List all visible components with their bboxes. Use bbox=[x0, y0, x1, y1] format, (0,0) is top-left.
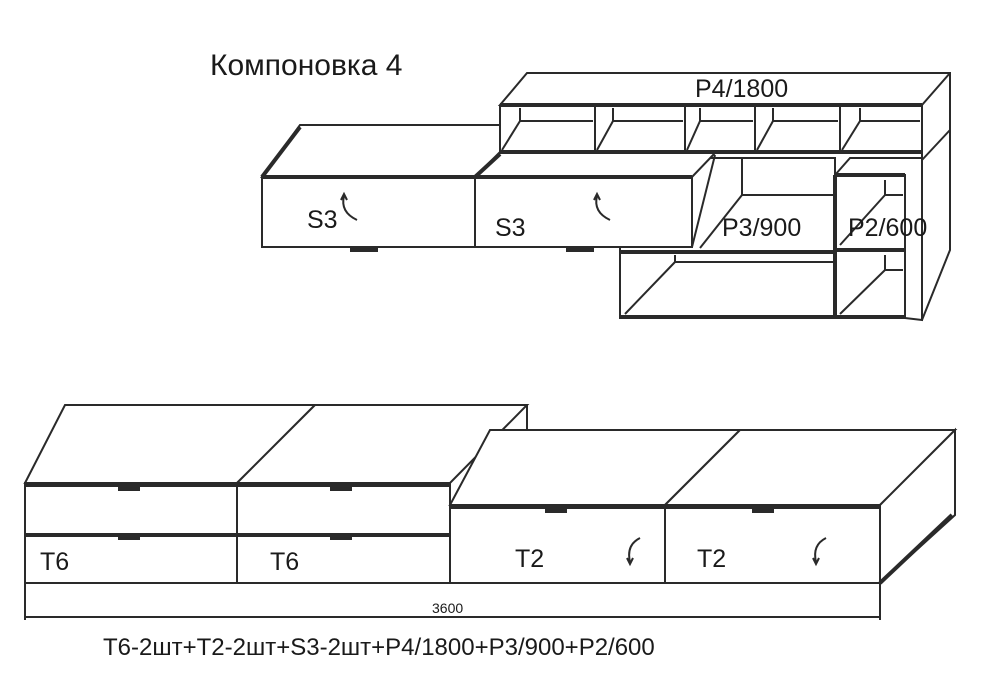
dimension-line: 3600 bbox=[24, 583, 881, 620]
label-t2-right: T2 bbox=[697, 545, 726, 573]
label-t6-right: T6 bbox=[270, 548, 299, 576]
composition-caption: T6-2шт+T2-2шт+S3-2шт+P4/1800+P3/900+P2/6… bbox=[103, 634, 655, 661]
label-t6-left: T6 bbox=[40, 548, 69, 576]
label-t2-left: T2 bbox=[515, 545, 544, 573]
label-p3: P3/900 bbox=[722, 214, 801, 242]
cabinet-s3-right: S3 bbox=[472, 152, 718, 252]
label-s3-left: S3 bbox=[307, 206, 338, 234]
cabinet-t2-right: T2 bbox=[662, 427, 958, 586]
cabinet-t6-right: T6 bbox=[234, 404, 530, 584]
hinge-arrow-icon bbox=[342, 195, 358, 221]
cabinet-t6-left: T6 bbox=[23, 404, 318, 584]
label-s3-right: S3 bbox=[495, 214, 526, 242]
hinge-arrow-icon bbox=[628, 537, 641, 563]
layout-title: Компоновка 4 bbox=[210, 49, 402, 82]
hinge-arrow-icon bbox=[814, 537, 827, 563]
label-p4: P4/1800 bbox=[695, 75, 788, 103]
cabinet-s3-left: S3 bbox=[260, 124, 501, 252]
hinge-arrow-icon bbox=[595, 195, 611, 221]
dimension-value: 3600 bbox=[432, 600, 463, 616]
shelf-p4: P4/1800 bbox=[497, 72, 951, 321]
shelf-p2: P2/600 bbox=[833, 157, 927, 322]
cabinet-t2-left: T2 bbox=[448, 429, 743, 584]
label-p2: P2/600 bbox=[848, 214, 927, 242]
